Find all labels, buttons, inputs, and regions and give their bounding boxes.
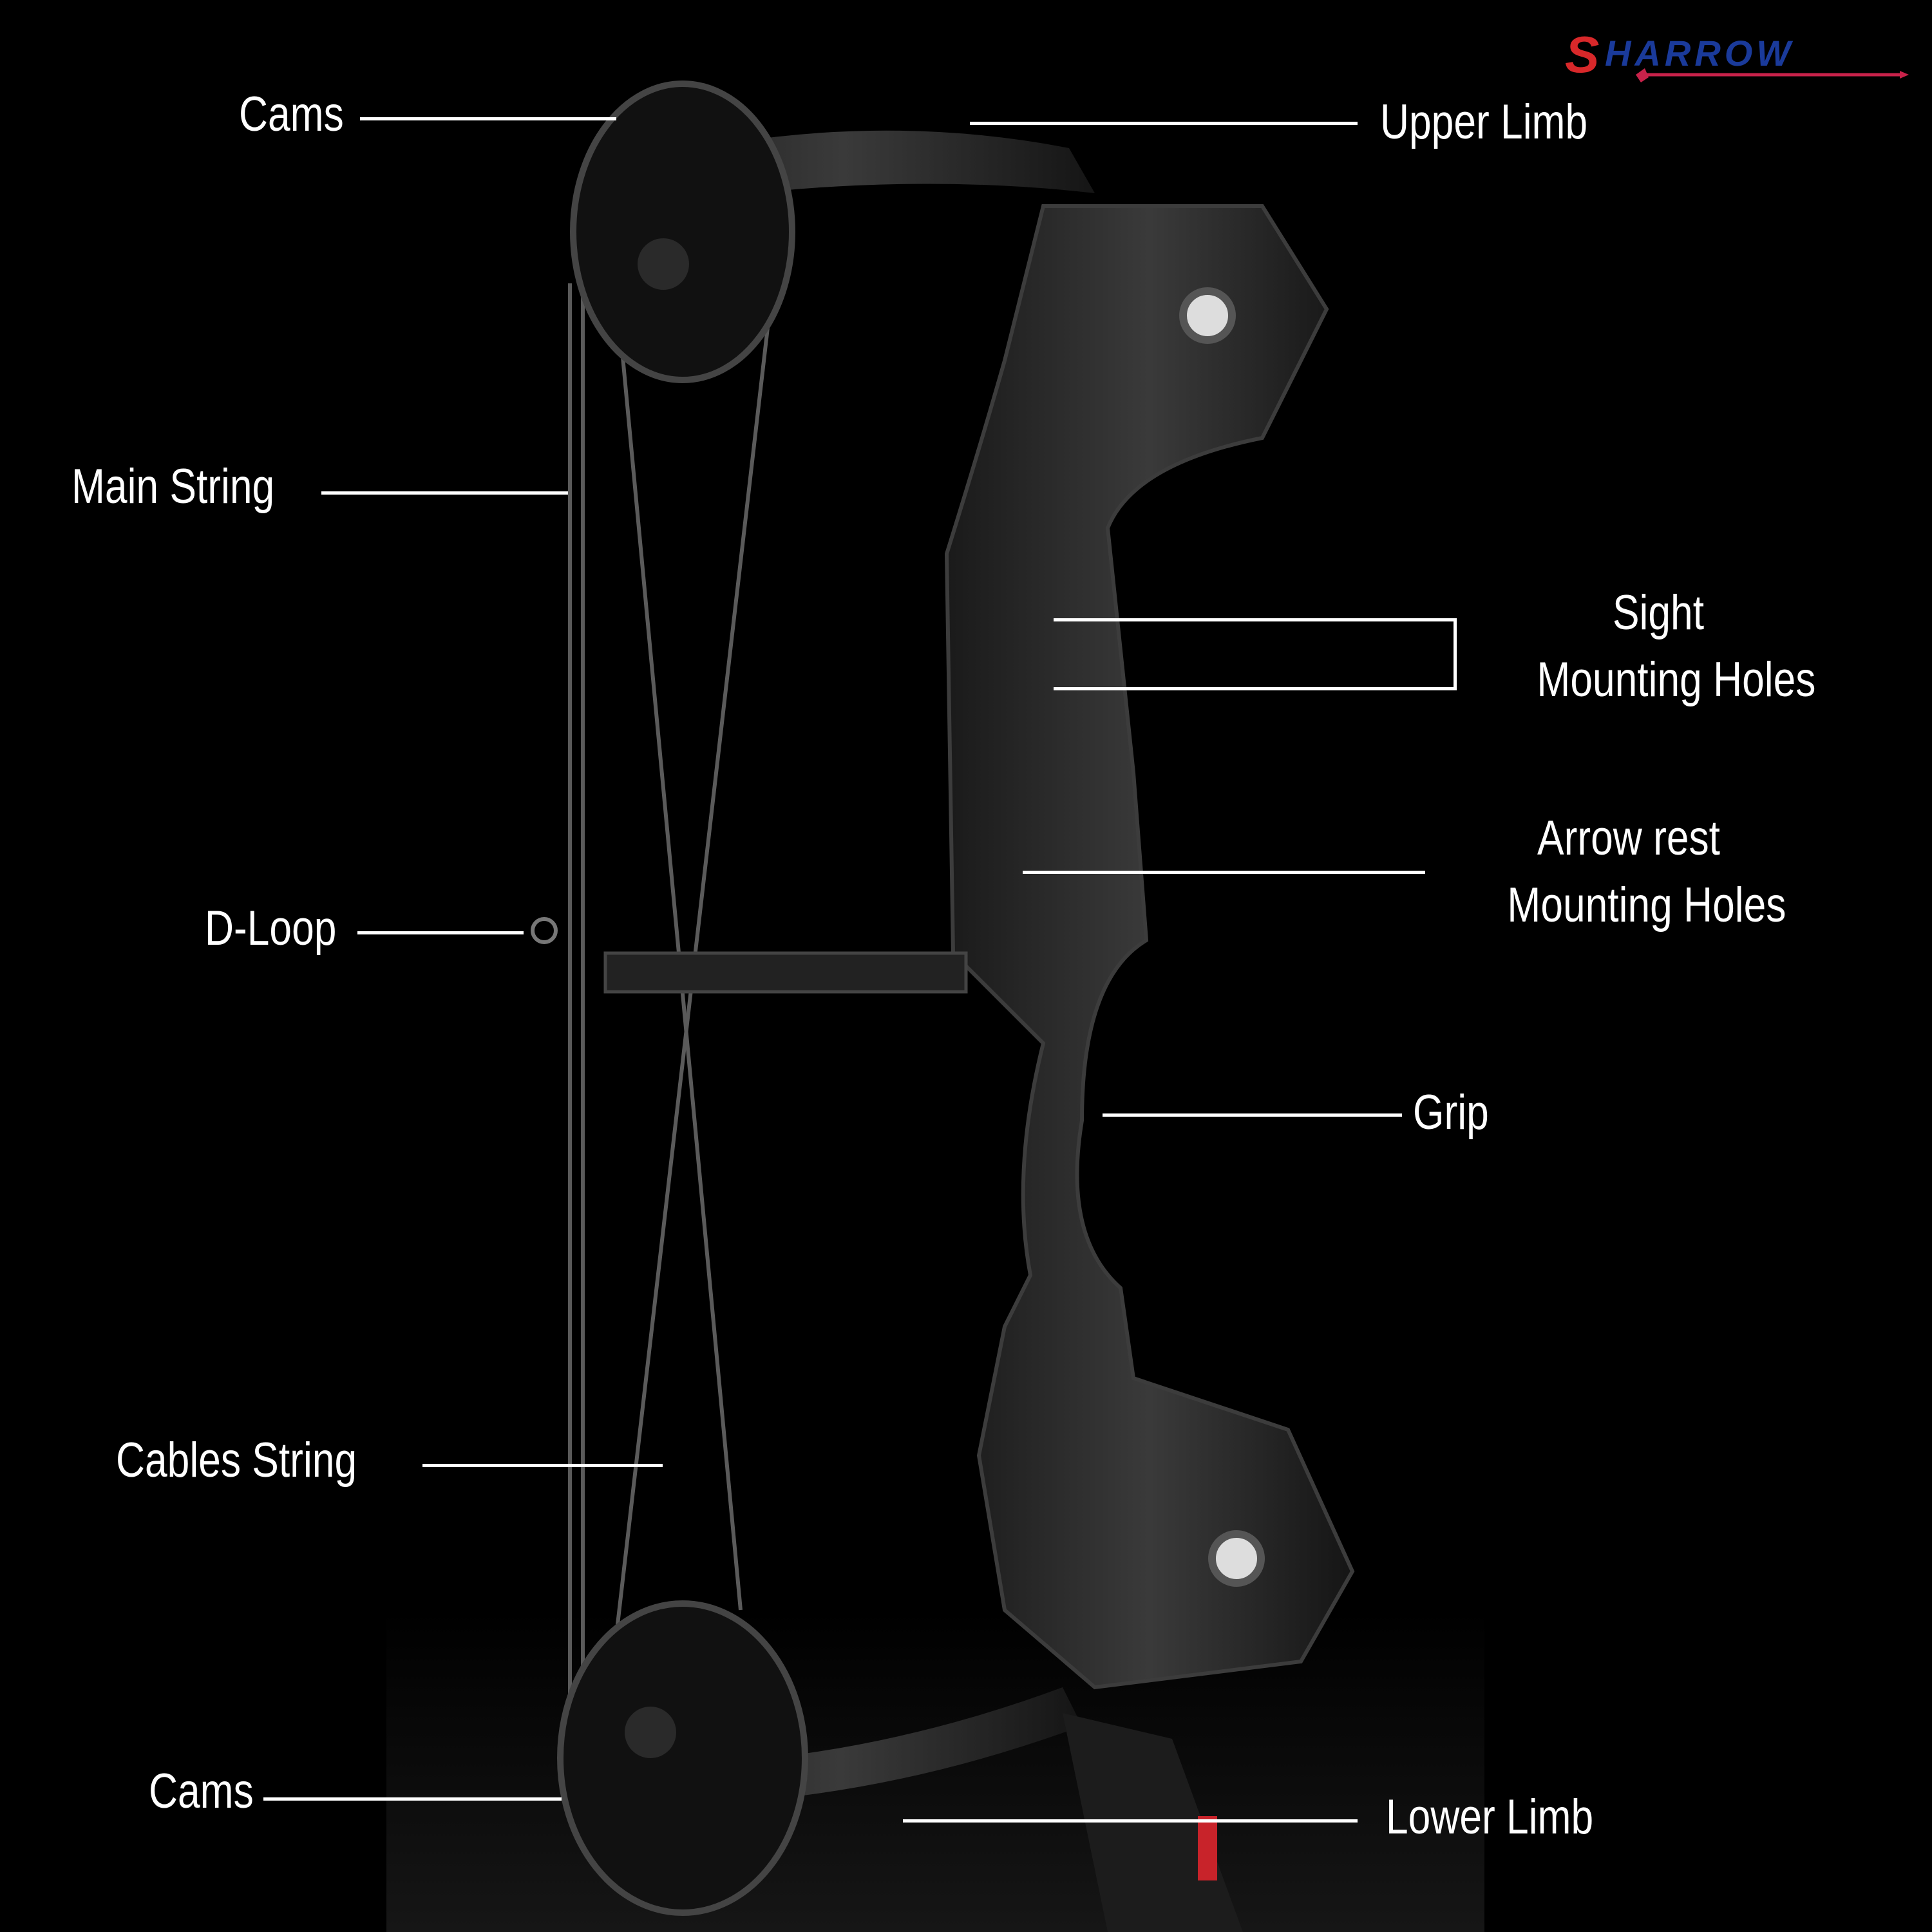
leader-grip	[1103, 1113, 1402, 1117]
label-main-string: Main String	[71, 459, 275, 514]
leader-arrow-rest	[1023, 871, 1425, 874]
label-cables-string: Cables String	[116, 1433, 357, 1488]
leader-lower-limb	[903, 1819, 1358, 1823]
label-cams-bottom: Cams	[149, 1764, 254, 1819]
bottom-cam	[557, 1600, 808, 1916]
leader-upper-limb	[970, 122, 1358, 125]
d-loop-shape	[531, 917, 558, 944]
label-d-loop: D-Loop	[205, 901, 337, 956]
logo-s: S	[1565, 32, 1599, 83]
leader-cables-string	[422, 1464, 663, 1467]
leader-sight-bracket	[1454, 618, 1457, 690]
upper-limb-bolt	[1179, 287, 1236, 344]
leader-sight-upper	[1054, 618, 1457, 621]
leader-main-string	[321, 491, 568, 495]
arrow-rest-label-line1: Arrow rest	[1537, 811, 1720, 866]
lower-limb-bolt	[1208, 1530, 1265, 1587]
label-cams-top: Cams	[239, 87, 344, 142]
logo-harrow: HARROW	[1605, 33, 1794, 73]
label-grip: Grip	[1413, 1085, 1489, 1140]
sight-label-line2: Mounting Holes	[1537, 652, 1816, 707]
riser-shape	[944, 204, 1355, 1690]
stand-red-clip	[1198, 1816, 1217, 1880]
arrow-rest-label-line2: Mounting Holes	[1507, 878, 1786, 933]
leader-cams-top	[360, 117, 616, 120]
floor-shadow	[386, 1610, 1484, 1932]
leader-d-loop	[357, 931, 524, 934]
leader-cams-bottom	[263, 1797, 562, 1801]
label-upper-limb: Upper Limb	[1380, 95, 1588, 149]
label-sight-mounting-holes: Sight Mounting Holes	[1537, 585, 1816, 707]
arrow-rest-shape	[603, 951, 968, 994]
label-arrow-rest-mounting-holes: Arrow rest Mounting Holes	[1507, 811, 1786, 933]
top-cam	[570, 80, 795, 383]
label-lower-limb: Lower Limb	[1386, 1790, 1594, 1844]
leader-sight-lower	[1054, 687, 1457, 690]
sight-label-line1: Sight	[1612, 585, 1705, 640]
sharrow-logo: S HARROW	[1565, 32, 1909, 83]
